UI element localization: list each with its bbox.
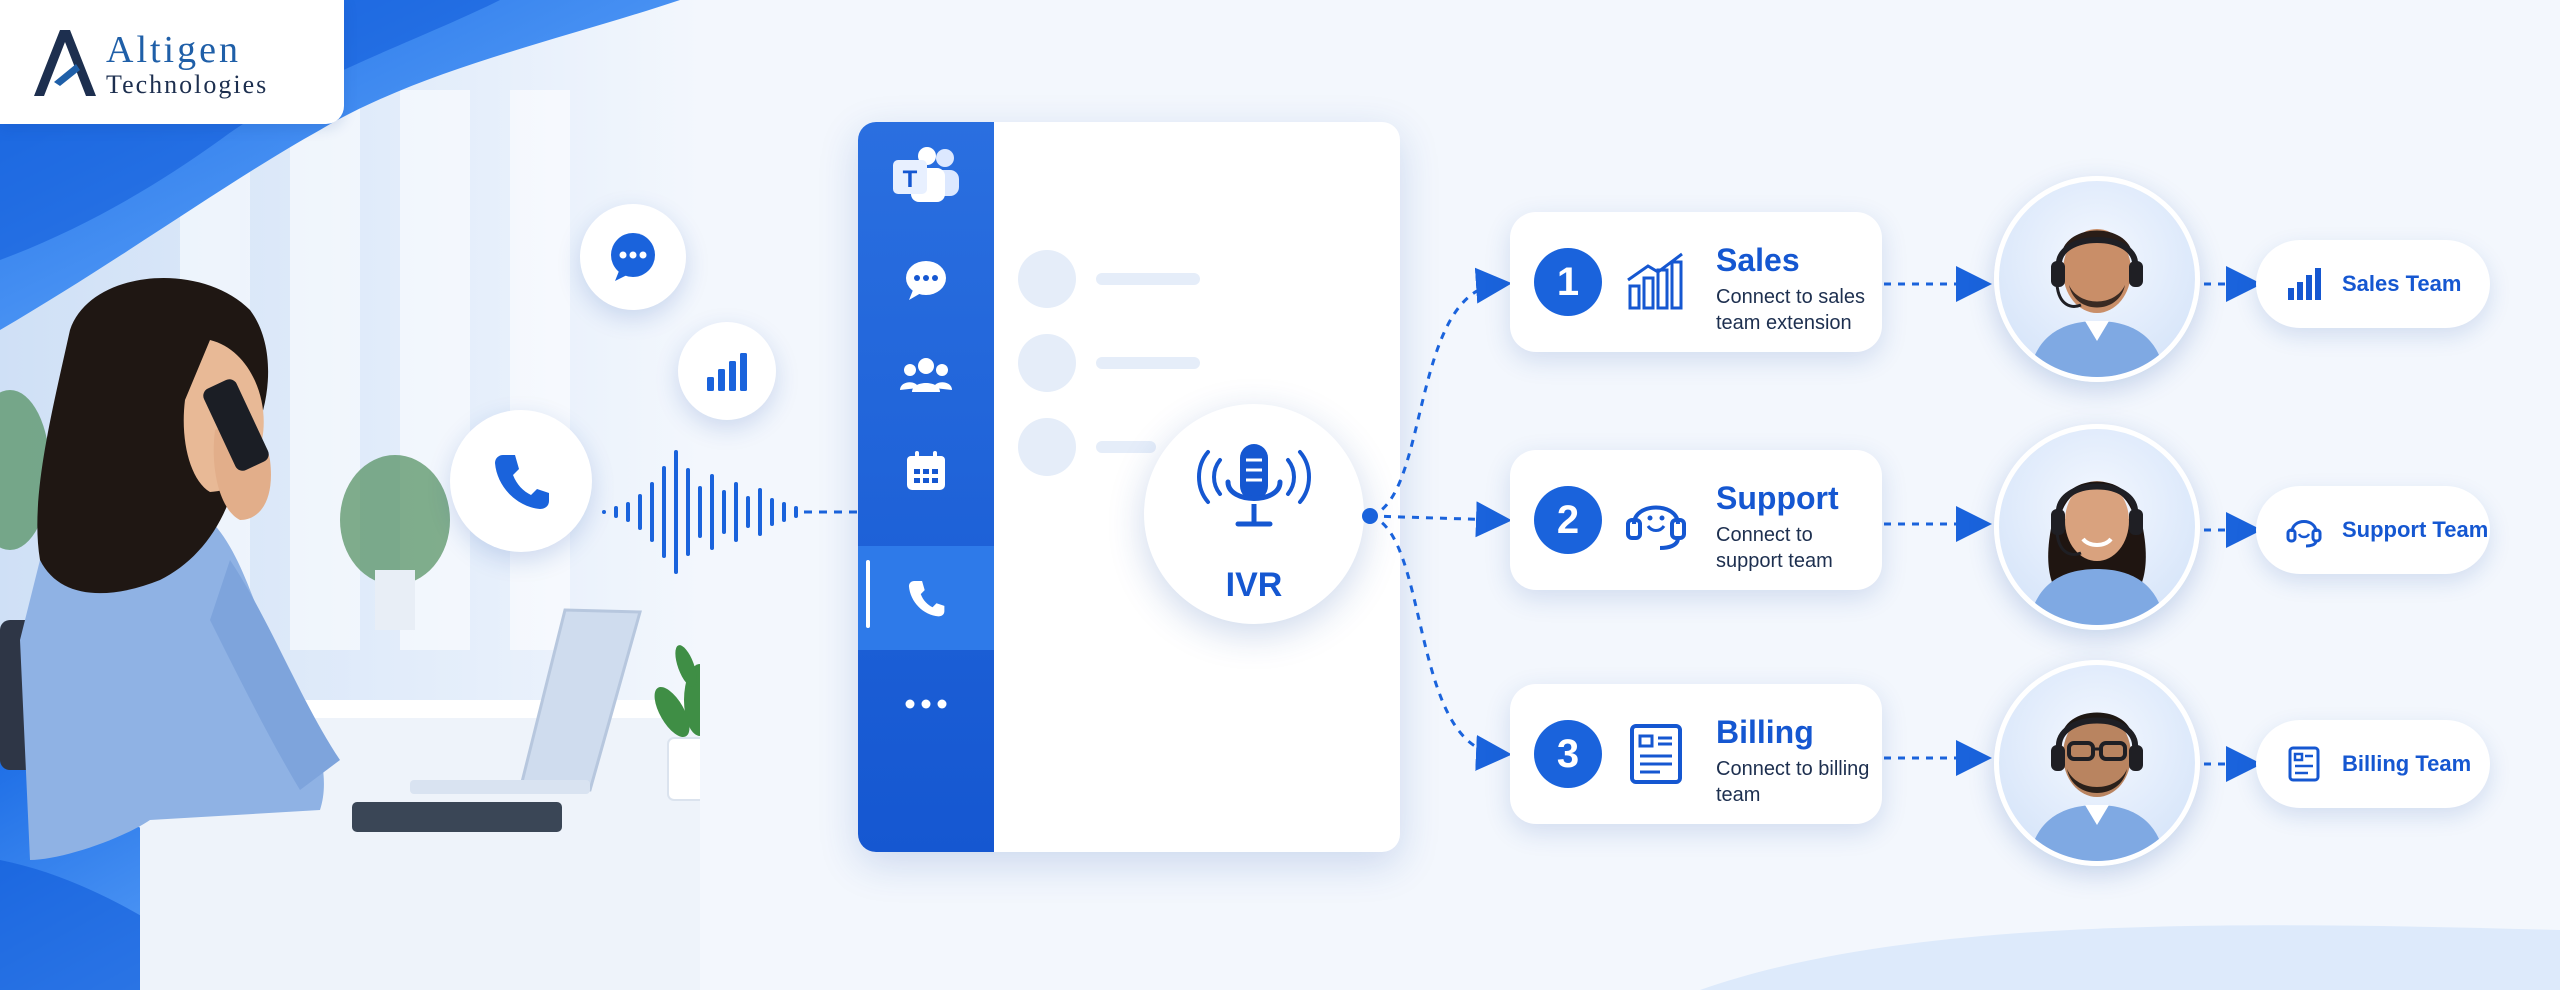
phone-icon bbox=[908, 580, 945, 617]
microphone-icon bbox=[1197, 444, 1311, 527]
option-card-sales[interactable]: 1 Sales Connect to sales team extension bbox=[1510, 212, 1882, 352]
altigen-a-logo bbox=[34, 30, 96, 96]
chat-icon bbox=[906, 261, 946, 300]
more-icon bbox=[905, 699, 947, 709]
company-logo: Altigen Technologies bbox=[0, 0, 344, 124]
document-icon bbox=[2288, 746, 2320, 782]
team-label: Sales Team bbox=[2342, 271, 2462, 296]
team-label: Support Team bbox=[2342, 517, 2489, 542]
chat-bubble-badge bbox=[580, 204, 686, 310]
option-number: 2 bbox=[1534, 486, 1602, 554]
avatar bbox=[1018, 334, 1076, 392]
option-card-billing[interactable]: 3 Billing Connect to billing team bbox=[1510, 684, 1882, 824]
rail-item-chat[interactable] bbox=[858, 232, 994, 328]
support-agent-avatar bbox=[1994, 424, 2200, 630]
bar-chart-icon bbox=[1627, 252, 1683, 310]
signal-bars-icon bbox=[707, 353, 747, 391]
headset-icon bbox=[2286, 520, 2322, 548]
caller-illustration bbox=[0, 277, 700, 990]
teams-people-icon bbox=[900, 358, 952, 392]
teams-logo-icon: T bbox=[893, 147, 959, 202]
bar-chart-icon bbox=[2288, 268, 2321, 300]
rail-item-calendar[interactable] bbox=[858, 424, 994, 520]
incoming-call-badge bbox=[450, 410, 592, 552]
headset-icon bbox=[1626, 505, 1686, 550]
document-icon bbox=[1630, 724, 1682, 784]
option-title: Support bbox=[1716, 480, 1839, 516]
option-description: Connect to sales team extension bbox=[1716, 286, 1865, 334]
app-rail: T bbox=[858, 122, 994, 852]
contact-name-placeholder bbox=[1096, 357, 1200, 369]
team-destination-sales[interactable]: Sales Team bbox=[2256, 240, 2490, 328]
billing-agent-avatar bbox=[1994, 660, 2200, 866]
contact-name-placeholder bbox=[1096, 441, 1156, 453]
contact-placeholder-row[interactable] bbox=[1018, 334, 1200, 392]
option-card-support[interactable]: 2 Support Connect to support team bbox=[1510, 450, 1882, 590]
option-number: 3 bbox=[1534, 720, 1602, 788]
team-label: Billing Team bbox=[2342, 751, 2472, 776]
svg-text:T: T bbox=[903, 166, 918, 193]
logo-name-line1: Altigen bbox=[106, 29, 241, 71]
avatar bbox=[1018, 418, 1076, 476]
option-description: Connect to support team bbox=[1716, 524, 1833, 572]
calendar-icon bbox=[907, 451, 945, 490]
rail-item-teams-people[interactable] bbox=[858, 328, 994, 424]
option-title: Billing bbox=[1716, 714, 1814, 750]
option-title: Sales bbox=[1716, 242, 1800, 278]
contact-placeholder-row[interactable] bbox=[1018, 418, 1156, 476]
team-destination-support[interactable]: Support Team bbox=[2256, 486, 2490, 574]
rail-item-more[interactable] bbox=[858, 656, 994, 752]
option-number: 1 bbox=[1534, 248, 1602, 316]
contact-placeholder-row[interactable] bbox=[1018, 250, 1200, 308]
phone-icon bbox=[495, 455, 549, 509]
team-destination-billing[interactable]: Billing Team bbox=[2256, 720, 2490, 808]
contact-name-placeholder bbox=[1096, 273, 1200, 285]
option-description: Connect to billing team bbox=[1716, 758, 1870, 806]
rail-item-teams[interactable]: T bbox=[858, 128, 994, 224]
logo-name-line2: Technologies bbox=[106, 70, 269, 99]
teams-app-window: T bbox=[858, 122, 1400, 852]
sales-agent-avatar bbox=[1994, 176, 2200, 382]
ivr-label: IVR bbox=[1225, 566, 1283, 604]
signal-badge bbox=[678, 322, 776, 420]
avatar bbox=[1018, 250, 1076, 308]
chat-icon bbox=[611, 233, 655, 281]
rail-item-calls[interactable] bbox=[858, 546, 994, 650]
ivr-node[interactable]: IVR bbox=[1144, 404, 1364, 624]
